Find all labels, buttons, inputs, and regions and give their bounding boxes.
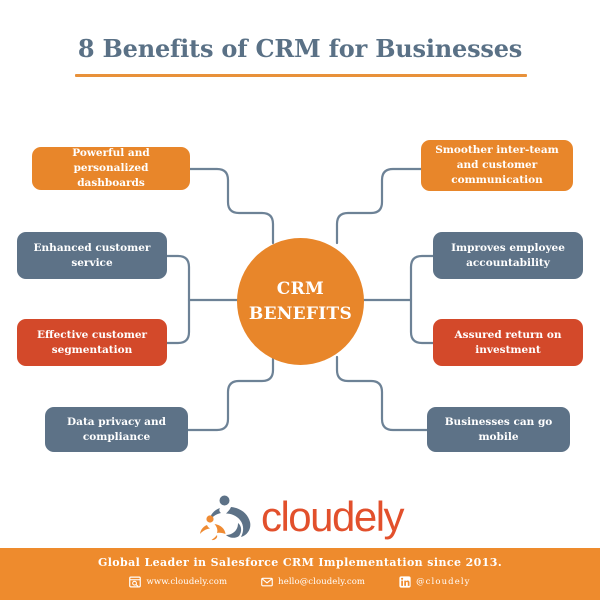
contact-email-label: hello@cloudely.com xyxy=(278,577,366,587)
footer-tagline: Global Leader in Salesforce CRM Implemen… xyxy=(97,556,503,569)
benefit-label-businesses-can-go-mobile: Businesses can go mobile xyxy=(444,415,553,443)
browser-search-icon xyxy=(129,576,142,588)
connector-left-bracket xyxy=(165,254,191,345)
center-hub-line2: BENEFITS xyxy=(248,303,353,324)
cloudely-figures-mark-icon xyxy=(199,495,251,541)
benefit-label-dashboards: Powerful and personalized dashboards xyxy=(72,147,150,189)
title-underline-rule xyxy=(75,74,527,77)
benefits-diagram: Powerful and personalized dashboards Enh… xyxy=(0,110,600,480)
connector-communication xyxy=(335,167,423,245)
benefit-node-assured-return-on-investment[interactable]: Assured return on investment xyxy=(433,319,583,366)
benefit-node-effective-customer-segmentation[interactable]: Effective customer segmentation xyxy=(17,319,167,366)
contact-website[interactable]: www.cloudely.com xyxy=(129,576,227,588)
linkedin-icon xyxy=(399,576,411,588)
connector-privacy xyxy=(186,355,275,432)
logo-wordmark: cloudely xyxy=(260,493,405,540)
footer-contact-row: www.cloudely.com hello@cloudely.com @clo… xyxy=(0,569,600,588)
page-title-text: 8 Benefits of CRM for Businesses xyxy=(77,34,523,63)
contact-linkedin-label: @cloudely xyxy=(416,577,471,587)
benefit-node-businesses-can-go-mobile[interactable]: Businesses can go mobile xyxy=(427,407,570,452)
contact-linkedin[interactable]: @cloudely xyxy=(399,576,470,588)
benefit-node-data-privacy-compliance[interactable]: Data privacy and compliance xyxy=(45,407,188,452)
connector-mobile xyxy=(335,355,429,432)
brand-logo: cloudely xyxy=(0,488,600,546)
benefit-label-effective-customer-segmentation: Effective customer segmentation xyxy=(36,328,148,356)
connector-right-bracket xyxy=(409,254,435,345)
benefit-label-assured-return-on-investment: Assured return on investment xyxy=(454,328,562,356)
page-title: 8 Benefits of CRM for Businesses xyxy=(0,34,600,64)
benefit-label-smoother-communication: Smoother inter-team and customer communi… xyxy=(435,144,559,186)
benefit-node-employee-accountability[interactable]: Improves employee accountability xyxy=(433,232,583,279)
benefit-label-enhanced-customer-service: Enhanced customer service xyxy=(33,241,151,269)
benefit-label-employee-accountability: Improves employee accountability xyxy=(451,241,565,269)
center-hub-label: CRM BENEFITS xyxy=(249,277,352,327)
contact-email[interactable]: hello@cloudely.com xyxy=(261,576,365,588)
center-hub-circle: CRM BENEFITS xyxy=(237,238,364,365)
benefit-node-enhanced-customer-service[interactable]: Enhanced customer service xyxy=(17,232,167,279)
connector-lines xyxy=(165,167,435,432)
center-hub-line1: CRM xyxy=(276,278,325,299)
envelope-icon xyxy=(261,577,273,587)
benefit-label-data-privacy-compliance: Data privacy and compliance xyxy=(67,415,166,443)
footer-bar: Global Leader in Salesforce CRM Implemen… xyxy=(0,548,600,600)
benefit-node-smoother-communication[interactable]: Smoother inter-team and customer communi… xyxy=(421,140,573,191)
contact-website-label: www.cloudely.com xyxy=(146,577,228,587)
benefit-node-dashboards[interactable]: Powerful and personalized dashboards xyxy=(32,147,190,190)
connector-dashboards xyxy=(188,167,275,245)
